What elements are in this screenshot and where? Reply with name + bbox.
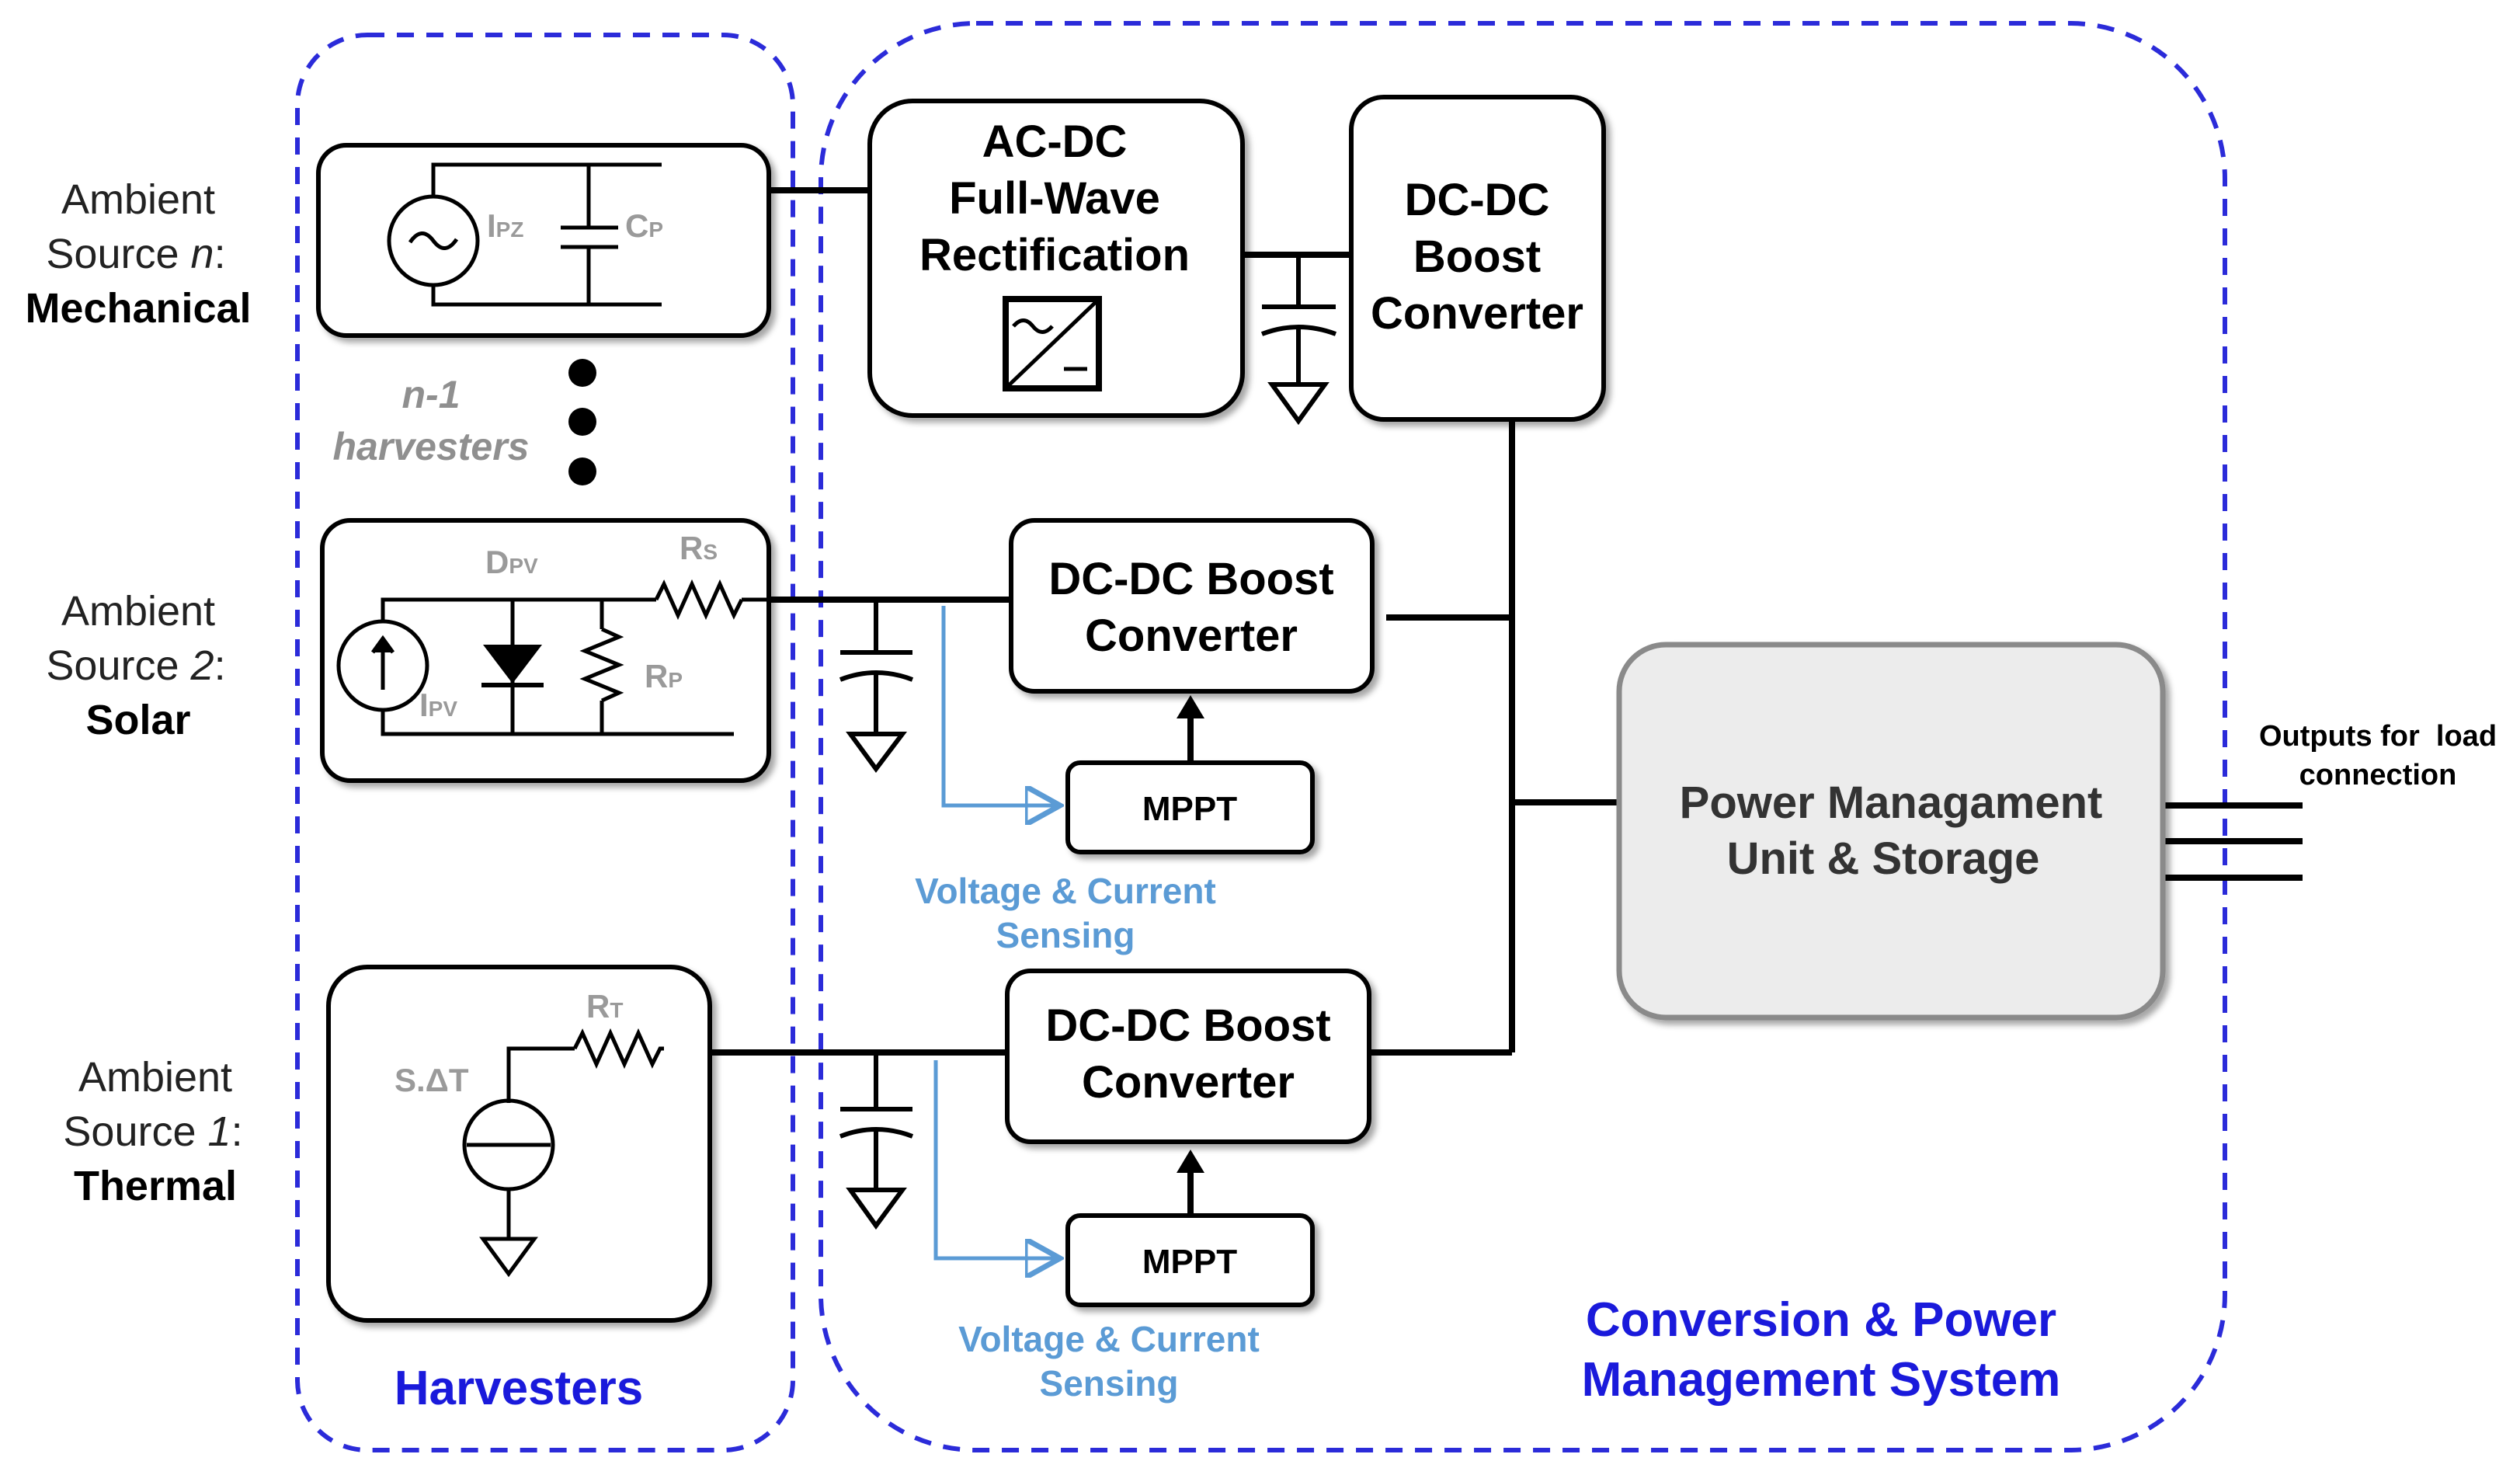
pmu-block — [1616, 642, 2166, 1021]
dcdc-solar-line1: DC-DC Boost — [1048, 554, 1333, 604]
dcdc-thermal-line1: DC-DC Boost — [1045, 1000, 1330, 1051]
more-harvesters-dots — [568, 359, 596, 485]
harvesters-note-line1: n-1 — [402, 373, 461, 416]
label-cp: CP — [625, 207, 663, 244]
label-dpv: DPV — [485, 544, 538, 580]
thermal-source-type: Thermal — [74, 1163, 237, 1209]
harvesters-note-line2: harvesters — [333, 425, 530, 468]
outputs-line2: connection — [2299, 759, 2457, 791]
dcdc-solar-block — [1009, 518, 1375, 694]
solar-source-line1: Ambient — [61, 588, 215, 635]
mppt-solar-block — [1065, 760, 1315, 854]
dcdc-top-line2: Boost — [1413, 231, 1541, 282]
dcdc-thermal-block — [1005, 969, 1371, 1144]
label-sdt: S.ΔT — [395, 1062, 469, 1098]
sensing-thermal-line2: Sensing — [1040, 1363, 1179, 1404]
conversion-group-title-line1: Conversion & Power — [1586, 1293, 2056, 1347]
mppt-thermal-label: MPPT — [1142, 1243, 1237, 1281]
capacitor-ground-solar — [839, 600, 914, 774]
capacitor-ground-thermal — [839, 1052, 914, 1230]
sensing-solar-line2: Sensing — [996, 915, 1135, 955]
conversion-group-border — [819, 21, 2227, 1452]
sensing-thermal-line1: Voltage & Current — [958, 1319, 1260, 1359]
diode-icon — [483, 645, 542, 684]
dcdc-top-line3: Converter — [1371, 288, 1583, 339]
pmu-line2: Unit & Storage — [1727, 833, 2040, 884]
arrowheads — [1177, 695, 1204, 1173]
label-ipz: IPZ — [487, 207, 523, 244]
dcdc-solar-line2: Converter — [1085, 611, 1298, 661]
capacitor-ground-acdc — [1260, 255, 1337, 426]
sensing-solar-line1: Voltage & Current — [915, 871, 1216, 911]
label-rp: RP — [645, 658, 683, 694]
solar-source-type: Solar — [85, 697, 190, 743]
label-rt: RT — [586, 988, 623, 1024]
acdc-line3: Rectification — [919, 230, 1190, 280]
mppt-thermal-block — [1065, 1213, 1315, 1307]
dcdc-top-block — [1349, 95, 1606, 422]
label-ipv: IPV — [419, 687, 457, 723]
mechanical-harvester — [316, 143, 771, 338]
conversion-group-title-line2: Management System — [1582, 1353, 2061, 1407]
mechanical-source-line1: Ambient — [61, 176, 215, 223]
label-rs: RS — [680, 530, 718, 566]
thermal-source-line1: Ambient — [78, 1054, 232, 1101]
harvesters-group-title: Harvesters — [395, 1362, 644, 1415]
rectifier-icon — [1003, 296, 1102, 391]
solar-harvester — [320, 518, 771, 783]
acdc-block — [867, 99, 1245, 418]
thermal-source-line2: Source 1: — [63, 1108, 242, 1155]
mechanical-source-type: Mechanical — [25, 285, 251, 332]
acdc-line2: Full-Wave — [949, 173, 1160, 224]
thermal-harvester — [326, 965, 712, 1323]
dcdc-thermal-line2: Converter — [1082, 1057, 1295, 1108]
outputs-line1: Outputs for load — [2259, 720, 2497, 753]
solar-source-line2: Source 2: — [46, 642, 225, 689]
mppt-solar-label: MPPT — [1142, 790, 1237, 828]
dcdc-top-line1: DC-DC — [1405, 175, 1550, 225]
harvesters-group-border — [295, 33, 795, 1452]
pmu-line1: Power Managament — [1680, 777, 2103, 828]
sensing-lines — [933, 606, 1056, 1258]
acdc-line1: AC-DC — [982, 117, 1128, 167]
mechanical-source-line2: Source n: — [46, 231, 225, 277]
